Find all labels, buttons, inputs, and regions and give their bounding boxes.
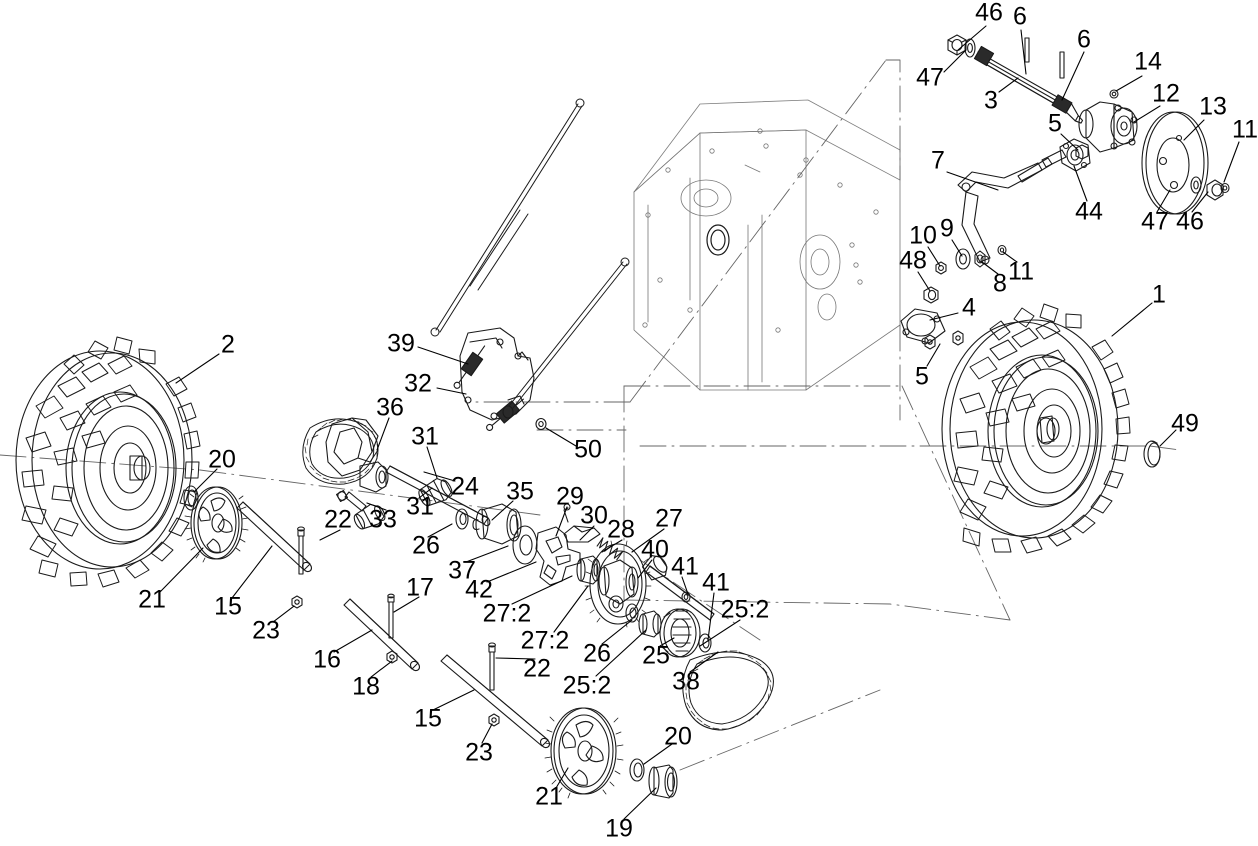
callout-32: 32 xyxy=(404,369,432,398)
callout-11: 11 xyxy=(1008,257,1034,286)
callout-40: 40 xyxy=(641,535,669,564)
callout-6: 6 xyxy=(1077,25,1091,54)
callout-27-2: 27:2 xyxy=(520,626,570,655)
callout-11: 11 xyxy=(1232,115,1258,144)
callout-36: 36 xyxy=(376,393,404,422)
callout-1: 1 xyxy=(1152,280,1166,309)
callout-22: 22 xyxy=(324,505,352,534)
callout-25-2: 25:2 xyxy=(720,595,770,624)
callout-3: 3 xyxy=(984,86,998,115)
callout-15: 15 xyxy=(214,592,242,621)
callout-10: 10 xyxy=(909,221,937,250)
callout-5: 5 xyxy=(915,362,929,391)
bushing-19 xyxy=(648,764,678,799)
callout-30: 30 xyxy=(580,501,608,530)
callout-23: 23 xyxy=(465,738,493,767)
frame-housing xyxy=(633,99,901,391)
callout-25-2: 25:2 xyxy=(562,671,612,700)
callout-37: 37 xyxy=(448,556,476,585)
callout-13: 13 xyxy=(1199,92,1227,121)
callout-24: 24 xyxy=(451,472,479,501)
callout-5: 5 xyxy=(1048,109,1062,138)
bolt-22-right xyxy=(488,642,496,691)
callout-42: 42 xyxy=(465,575,493,604)
axle-16 xyxy=(343,598,421,672)
callout-16: 16 xyxy=(313,645,341,674)
callout-31: 31 xyxy=(411,422,439,451)
leader-lines xyxy=(159,25,1240,820)
callout-41: 41 xyxy=(702,568,730,597)
callout-14: 14 xyxy=(1134,47,1162,76)
callout-18: 18 xyxy=(352,672,380,701)
callout-49: 49 xyxy=(1171,409,1199,438)
bolt-17 xyxy=(387,593,395,639)
callout-50: 50 xyxy=(574,435,602,464)
nut-23-lower xyxy=(488,713,500,727)
callout-8: 8 xyxy=(993,269,1007,298)
callout-44: 44 xyxy=(1075,197,1103,226)
callout-4: 4 xyxy=(962,293,976,322)
nut-18 xyxy=(386,650,398,664)
control-rods xyxy=(430,98,630,419)
callout-7: 7 xyxy=(931,146,945,175)
callout-33: 33 xyxy=(369,505,397,534)
right-wheel xyxy=(941,303,1131,554)
callout-12: 12 xyxy=(1152,79,1180,108)
upper-shaft-assembly xyxy=(947,34,1230,215)
callout-47: 47 xyxy=(1141,207,1169,236)
callout-39: 39 xyxy=(387,329,415,358)
sprocket-21-upper xyxy=(184,486,249,563)
bolt-22-left xyxy=(297,526,305,575)
spacer-20-lower xyxy=(629,758,645,782)
callout-28: 28 xyxy=(607,515,635,544)
callout-46: 46 xyxy=(975,0,1003,27)
callout-21: 21 xyxy=(138,585,166,614)
callout-22: 22 xyxy=(523,654,551,683)
callout-46: 46 xyxy=(1176,207,1204,236)
callout-6: 6 xyxy=(1013,2,1027,31)
callout-41: 41 xyxy=(671,552,699,581)
callout-20: 20 xyxy=(208,445,236,474)
left-wheel xyxy=(15,336,201,588)
callout-17: 17 xyxy=(406,573,434,602)
callout-15: 15 xyxy=(414,704,442,733)
callout-47: 47 xyxy=(916,63,944,92)
nut-23-upper xyxy=(291,595,303,609)
callout-21: 21 xyxy=(535,782,563,811)
callout-2: 2 xyxy=(221,330,235,359)
callout-25: 25 xyxy=(642,641,670,670)
callout-23: 23 xyxy=(252,616,280,645)
callout-27: 27 xyxy=(655,504,683,533)
callout-26: 26 xyxy=(583,639,611,668)
link-arm-assembly xyxy=(900,138,1091,350)
callout-19: 19 xyxy=(605,814,633,843)
callout-48: 48 xyxy=(899,246,927,275)
callout-27-2: 27:2 xyxy=(482,599,532,628)
retaining-ring-49 xyxy=(1143,440,1161,468)
callout-9: 9 xyxy=(940,214,954,243)
phantom-outline xyxy=(0,59,1181,771)
callout-20: 20 xyxy=(664,722,692,751)
sprocket-21-lower xyxy=(544,707,624,799)
callout-38: 38 xyxy=(672,667,700,696)
callout-31: 31 xyxy=(406,492,434,521)
axle-15-lower xyxy=(440,654,551,749)
callout-35: 35 xyxy=(506,477,534,506)
callout-26: 26 xyxy=(412,531,440,560)
callout-29: 29 xyxy=(556,482,584,511)
